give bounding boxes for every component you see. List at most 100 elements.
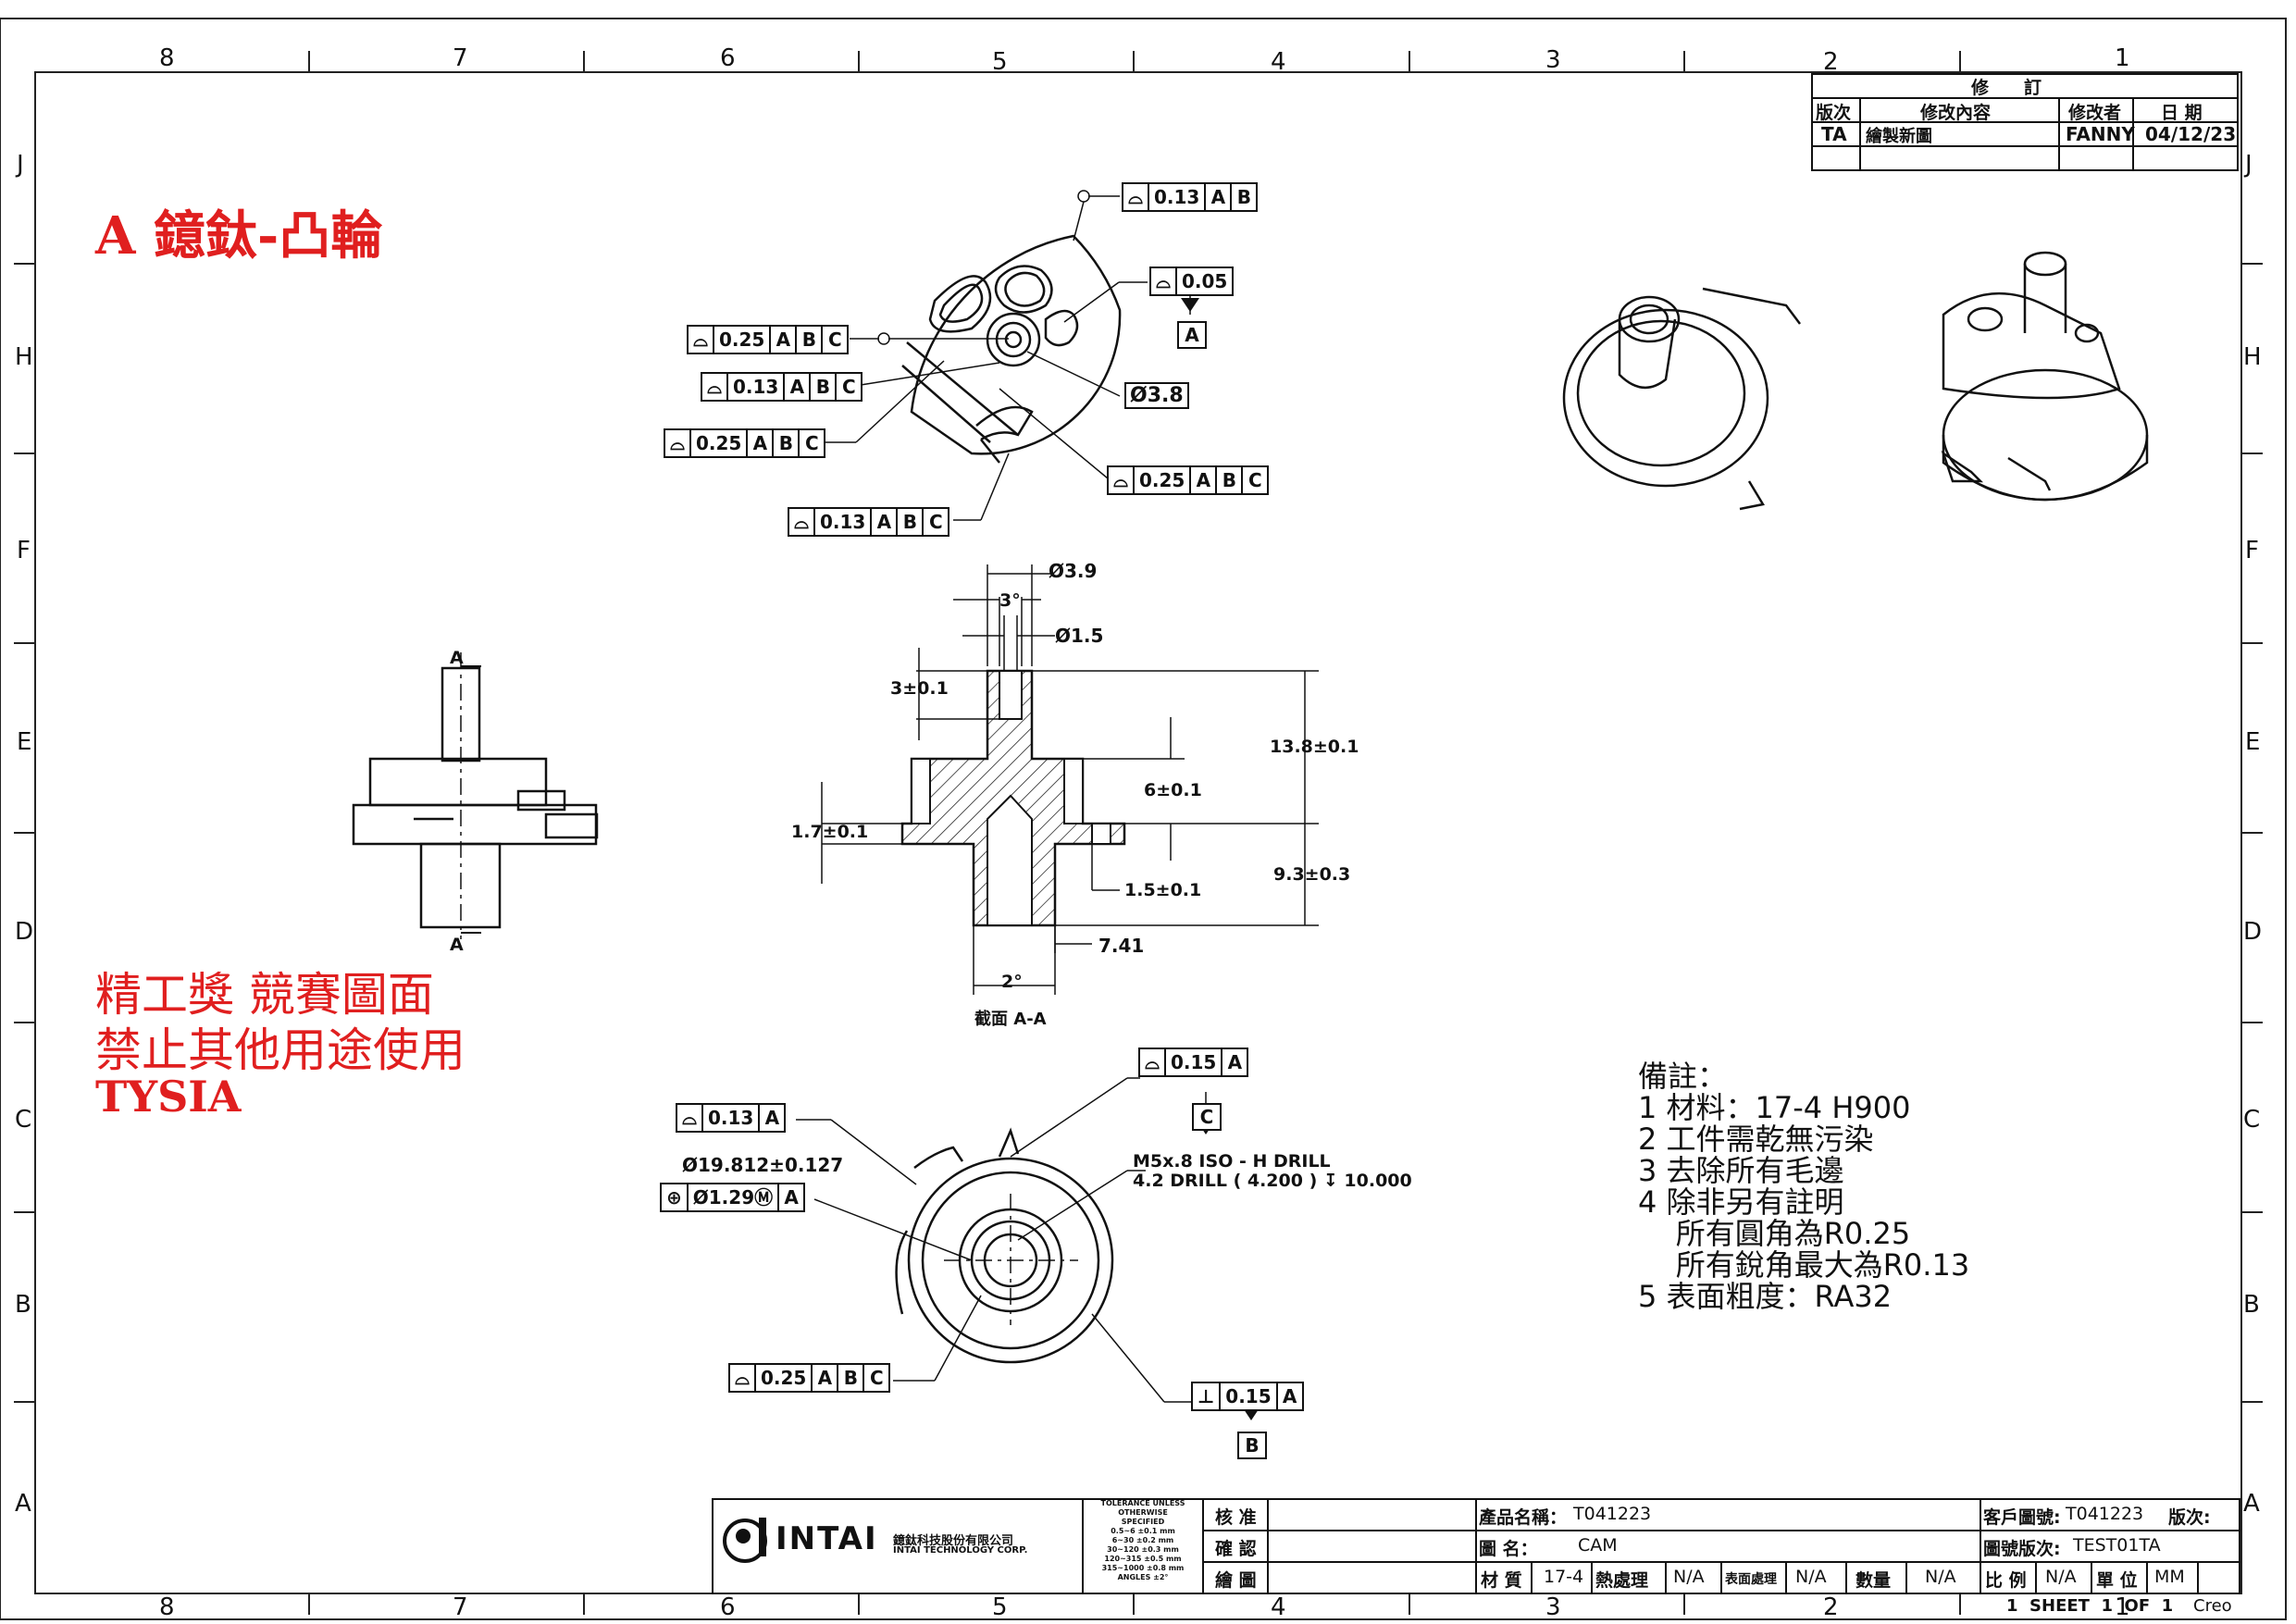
product-value: T041223 bbox=[1573, 1504, 1652, 1524]
fcf-position-bot-c: ⊕ Ø1.29Ⓜ A bbox=[660, 1183, 806, 1212]
approve-label: 核 准 bbox=[1215, 1507, 1257, 1528]
profile-surface-icon: ⌓ bbox=[702, 374, 728, 400]
note-line: 3 去除所有毛邊 bbox=[1638, 1153, 1844, 1188]
check-label: 確 認 bbox=[1215, 1539, 1257, 1559]
zone-bottom-4: 4 bbox=[1271, 1593, 1286, 1621]
qty-label: 數量 bbox=[1855, 1570, 1892, 1591]
fcf-value: 0.25 bbox=[1135, 467, 1192, 493]
drawing-name-label: 圖 名： bbox=[1479, 1539, 1538, 1559]
fcf-profile-top-c: ⌓ 0.25 A B C bbox=[687, 325, 850, 354]
revision-version: TA bbox=[1821, 123, 1847, 145]
fcf-datum: C bbox=[842, 376, 856, 398]
fcf-value: 0.13 bbox=[728, 374, 786, 400]
fcf-datum: C bbox=[1248, 469, 1262, 491]
drawing-version-value: TEST01TA bbox=[2073, 1535, 2161, 1556]
tolerance-block: TOLERANCE UNLESS OTHERWISE SPECIFIED 0.5… bbox=[1085, 1499, 1201, 1582]
revision-col-editor: 修改者 bbox=[2068, 103, 2122, 123]
qty-value: N/A bbox=[1925, 1567, 1956, 1587]
top-view-leaders bbox=[824, 190, 1191, 521]
note-line: 1 材料：17-4 H900 bbox=[1638, 1090, 1911, 1125]
tolerance-line: 0.5~6 ±0.1 mm bbox=[1111, 1527, 1175, 1535]
sheet-info: 1 SHEET 1 OF 1 bbox=[2006, 1596, 2174, 1616]
top-view bbox=[901, 234, 1122, 464]
notes-block: 備註： 1 材料：17-4 H900 2 工件需乾無污染 3 去除所有毛邊 4 … bbox=[1638, 1060, 1969, 1312]
zone-right-a: A bbox=[2243, 1490, 2260, 1518]
fcf-value: 0.25 bbox=[756, 1365, 813, 1391]
zone-right-h: H bbox=[2243, 343, 2262, 371]
zone-left-d: D bbox=[15, 918, 34, 946]
fcf-perpendicular-bot-e: ⊥ 0.15 A bbox=[1191, 1382, 1304, 1411]
revision-content: 繪製新圖 bbox=[1866, 127, 1932, 146]
zone-right-b: B bbox=[2243, 1291, 2260, 1319]
zone-bottom-2: 2 bbox=[1823, 1593, 1839, 1621]
fcf-value: Ø1.29Ⓜ bbox=[689, 1184, 780, 1210]
cut-label-top: A bbox=[450, 648, 464, 668]
zone-right-d: D bbox=[2243, 918, 2263, 946]
zone-bottom-8: 8 bbox=[159, 1593, 175, 1621]
unit-value: MM bbox=[2154, 1567, 2185, 1587]
zone-right-j: J bbox=[2245, 151, 2253, 179]
notes-title: 備註： bbox=[1638, 1059, 1728, 1094]
tolerance-line: 6~30 ±0.2 mm bbox=[1111, 1536, 1174, 1544]
tolerance-line: ANGLES ±2° bbox=[1117, 1573, 1169, 1581]
warning-line-2: 禁止其他用途使用 bbox=[95, 1023, 465, 1077]
profile-surface-icon: ⌓ bbox=[689, 327, 714, 353]
fcf-profile-top-b: ⌓ 0.05 bbox=[1149, 267, 1235, 296]
fcf-value: 0.25 bbox=[691, 430, 749, 456]
intai-logo-icon bbox=[723, 1518, 767, 1563]
fcf-datum: C bbox=[870, 1367, 884, 1389]
zone-top-7: 7 bbox=[453, 44, 468, 72]
fcf-profile-top-d: ⌓ 0.13 A B C bbox=[701, 372, 863, 402]
unit-label: 單 位 bbox=[2096, 1570, 2138, 1591]
dim-7-41: 7.41 bbox=[1098, 935, 1145, 957]
zone-bottom-3: 3 bbox=[1545, 1593, 1561, 1621]
version-label: 版次: bbox=[2168, 1507, 2211, 1528]
part-title: A 鐿鈦-凸輪 bbox=[95, 205, 383, 267]
fcf-profile-top-e: ⌓ 0.25 A B C bbox=[664, 428, 826, 458]
zone-bottom-5: 5 bbox=[992, 1593, 1008, 1621]
title-block-grid bbox=[712, 1498, 2240, 1594]
zone-top-1: 1 bbox=[2115, 44, 2130, 72]
position-icon: ⊕ bbox=[662, 1184, 689, 1210]
fcf-datum: A bbox=[785, 374, 812, 400]
fcf-value: 0.13 bbox=[1149, 184, 1207, 210]
fcf-value: 0.13 bbox=[703, 1105, 761, 1131]
revision-header: 修 訂 bbox=[1971, 78, 2042, 98]
fcf-value: 0.13 bbox=[815, 509, 873, 535]
dim-dia-19-812: Ø19.812±0.127 bbox=[682, 1154, 844, 1176]
fcf-datum: A bbox=[1227, 1051, 1243, 1073]
zone-left-b: B bbox=[15, 1291, 31, 1319]
section-label: 截面 A-A bbox=[974, 1010, 1047, 1029]
fcf-datum: A bbox=[764, 1107, 780, 1129]
profile-surface-icon: ⌓ bbox=[1123, 184, 1149, 210]
thread-callout-2: 4.2 DRILL ( 4.200 ) ↧ 10.000 bbox=[1133, 1171, 1412, 1191]
tolerance-line: 315~1000 ±0.8 mm bbox=[1101, 1564, 1185, 1572]
customer-value: T041223 bbox=[2066, 1504, 2144, 1524]
revision-date: 04/12/23 bbox=[2145, 123, 2237, 145]
surface-label: 表面處理 bbox=[1725, 1572, 1777, 1587]
revision-col-content: 修改內容 bbox=[1920, 103, 1992, 123]
iso-view-2 bbox=[1941, 251, 2149, 502]
cut-label-bottom: A bbox=[450, 935, 464, 955]
fcf-datum: B bbox=[811, 374, 838, 400]
note-line: 所有圓角為R0.25 bbox=[1638, 1216, 1911, 1251]
zone-top-3: 3 bbox=[1545, 46, 1561, 74]
dim-height-1-5: 1.5±0.1 bbox=[1124, 880, 1202, 900]
note-line: 2 工件需乾無污染 bbox=[1638, 1122, 1874, 1157]
fcf-datum: A bbox=[771, 327, 798, 353]
zone-left-c: C bbox=[15, 1106, 32, 1134]
dim-angle-2: 2° bbox=[1001, 972, 1023, 992]
product-label: 產品名稱： bbox=[1479, 1507, 1568, 1528]
dim-dia-1-5: Ø1.5 bbox=[1055, 625, 1104, 647]
profile-surface-icon: ⌓ bbox=[1151, 268, 1177, 294]
fcf-value: 0.15 bbox=[1166, 1049, 1223, 1075]
profile-surface-icon: ⌓ bbox=[677, 1105, 703, 1131]
fcf-datum: A bbox=[1191, 467, 1218, 493]
revision-col-version: 版次 bbox=[1816, 103, 1852, 123]
zone-left-a: A bbox=[15, 1490, 31, 1518]
inner-frame bbox=[34, 71, 2242, 1594]
profile-surface-icon: ⌓ bbox=[730, 1365, 756, 1391]
zone-top-4: 4 bbox=[1271, 48, 1286, 76]
creo-label: Creo bbox=[2193, 1596, 2232, 1616]
